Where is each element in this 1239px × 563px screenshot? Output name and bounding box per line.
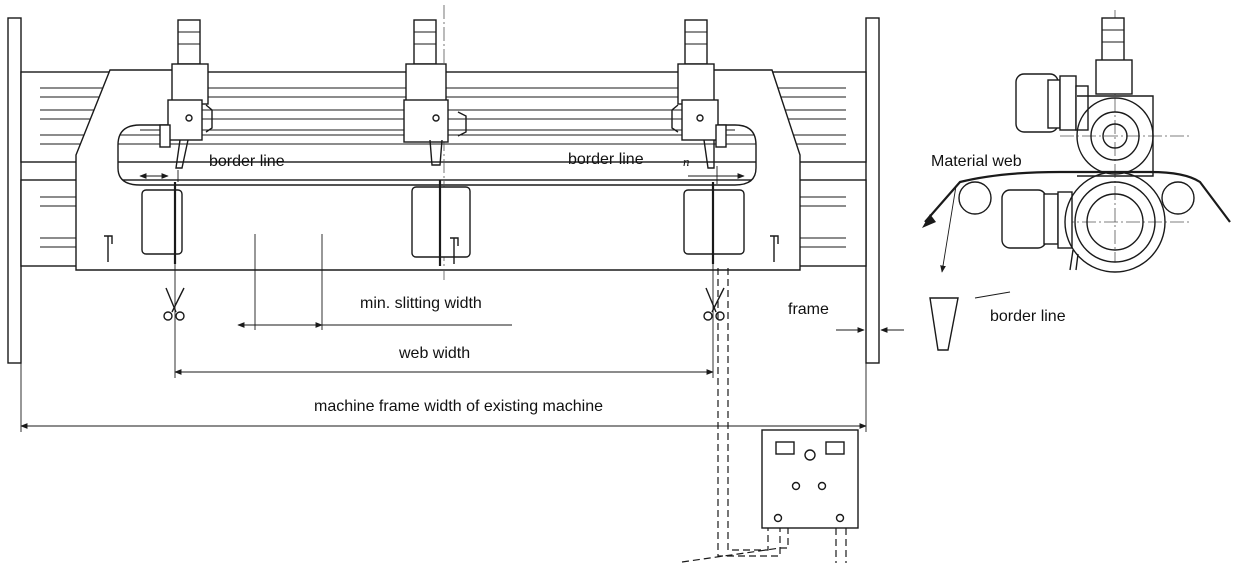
- lower-rollers: [104, 180, 779, 266]
- label-machine-frame-width: machine frame width of existing machine: [314, 398, 603, 415]
- suction-nozzle: [929, 297, 959, 351]
- side-view: [922, 10, 1231, 351]
- material-web-path: [924, 170, 1231, 223]
- left-frame-plate: [7, 17, 22, 364]
- label-border-line-left: border line: [209, 153, 285, 170]
- knife-holder-center: [403, 19, 467, 166]
- right-frame-plate: [865, 17, 880, 364]
- label-n-marker: n: [683, 154, 690, 169]
- scissors-icon-right: [703, 287, 725, 321]
- label-border-line-center: border line: [568, 151, 644, 168]
- label-material-web: Material web: [931, 153, 1022, 170]
- label-web-width: web width: [398, 345, 470, 362]
- knife-holder-right: [671, 19, 727, 169]
- scissors-icon-left: [163, 287, 185, 321]
- label-border-line-right: border line: [990, 308, 1066, 325]
- knife-holder-left: [159, 19, 213, 169]
- control-box: [681, 268, 859, 563]
- label-frame: frame: [788, 301, 829, 318]
- label-min-slitting-width: min. slitting width: [360, 295, 482, 312]
